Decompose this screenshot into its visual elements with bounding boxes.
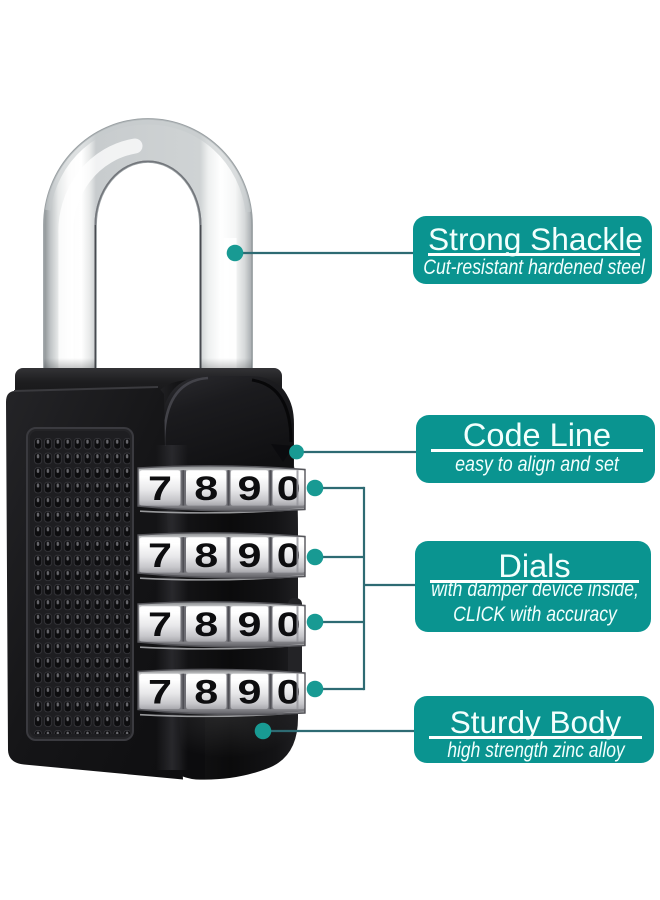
svg-text:0: 0 [277, 537, 301, 575]
svg-text:0: 0 [277, 606, 301, 644]
svg-text:0: 0 [277, 470, 301, 508]
svg-text:9: 9 [238, 470, 262, 508]
svg-text:8: 8 [194, 470, 218, 508]
svg-text:9: 9 [238, 537, 262, 575]
svg-text:8: 8 [194, 537, 218, 575]
svg-text:7: 7 [148, 674, 172, 712]
svg-text:8: 8 [194, 606, 218, 644]
svg-text:0: 0 [277, 674, 301, 712]
svg-text:8: 8 [194, 674, 218, 712]
svg-text:7: 7 [148, 470, 172, 508]
svg-text:7: 7 [148, 606, 172, 644]
svg-text:9: 9 [238, 606, 262, 644]
svg-text:9: 9 [238, 674, 262, 712]
svg-text:7: 7 [148, 537, 172, 575]
